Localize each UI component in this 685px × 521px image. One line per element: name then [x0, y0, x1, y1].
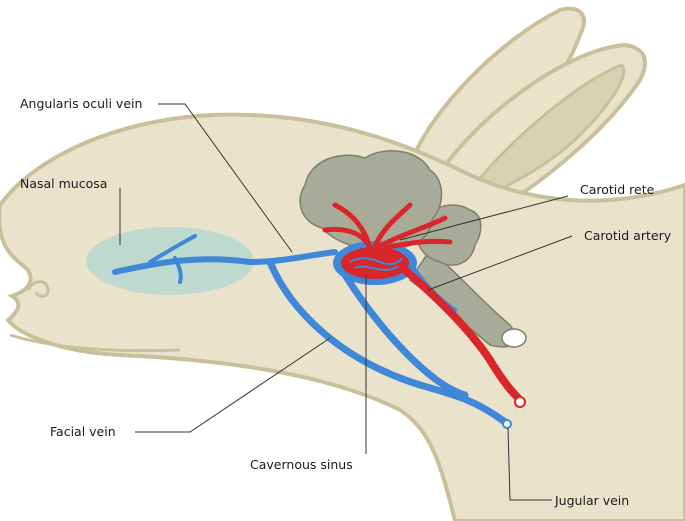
leader-facial-vein: [135, 337, 331, 433]
carotid-artery-end: [514, 396, 526, 408]
label-cavernous-sinus: Cavernous sinus: [250, 457, 353, 472]
label-facial-vein: Facial vein: [50, 424, 116, 439]
angularis-oculi-vein: [112, 249, 338, 275]
label-carotid-artery: Carotid artery: [584, 228, 672, 243]
mouth-line: [9, 333, 181, 353]
brain-stem-end: [501, 328, 527, 348]
carotid-artery: [401, 266, 526, 406]
inner-ear: [468, 63, 626, 202]
jugular-vein-end: [502, 419, 512, 429]
angularis-branch-lower: [173, 256, 183, 284]
leader-carotid-artery: [427, 235, 573, 291]
label-angularis-oculi-vein: Angularis oculi vein: [20, 96, 142, 111]
nostril: [26, 280, 50, 298]
angularis-branch-upper: [148, 234, 197, 264]
head-silhouette: [0, 112, 685, 521]
labels: Angularis oculi vein Nasal mucosa Caroti…: [20, 96, 672, 508]
leader-angularis: [158, 103, 293, 253]
carotid-rete-branches: [322, 202, 453, 251]
leader-lines: [119, 103, 573, 501]
cerebellum: [416, 204, 482, 266]
label-carotid-rete: Carotid rete: [580, 182, 655, 197]
rete-mesh: [349, 257, 403, 272]
cerebrum: [299, 150, 443, 250]
leader-jugular-vein: [507, 427, 552, 501]
rabbit-head: [0, 6, 685, 521]
label-nasal-mucosa: Nasal mucosa: [20, 176, 107, 191]
carotid-rete-network: [341, 247, 409, 279]
arterial-system: [322, 202, 526, 408]
sinus-to-jugular-vein: [341, 271, 469, 399]
facial-vein: [266, 258, 509, 426]
leader-carotid-rete: [399, 195, 569, 241]
label-jugular-vein: Jugular vein: [554, 493, 629, 508]
